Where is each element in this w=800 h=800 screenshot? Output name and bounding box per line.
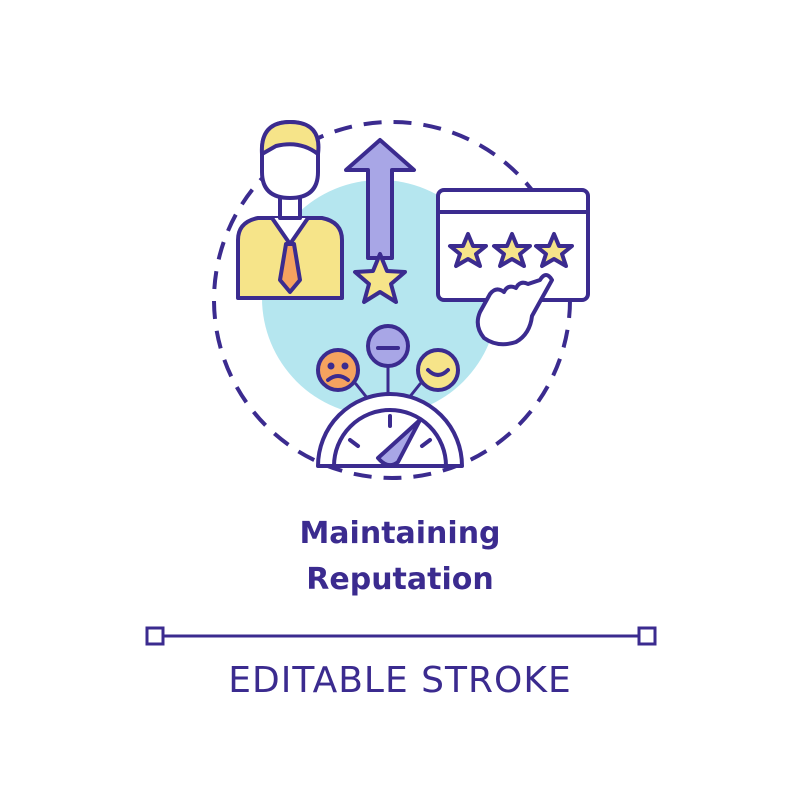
rating-window-icon	[436, 188, 590, 302]
speedometer-icon	[316, 392, 464, 468]
star-icon	[353, 252, 407, 304]
editable-stroke-caption: EDITABLE STROKE	[228, 660, 572, 701]
title-line-2: Reputation	[306, 562, 494, 597]
businessman-icon	[236, 120, 344, 300]
happy-face-icon	[416, 348, 460, 392]
pointing-hand-icon	[475, 273, 554, 347]
neutral-face-icon	[366, 324, 410, 368]
title-line-1: Maintaining	[299, 516, 501, 551]
sad-face-icon	[316, 348, 360, 392]
stroke-divider	[145, 626, 657, 646]
